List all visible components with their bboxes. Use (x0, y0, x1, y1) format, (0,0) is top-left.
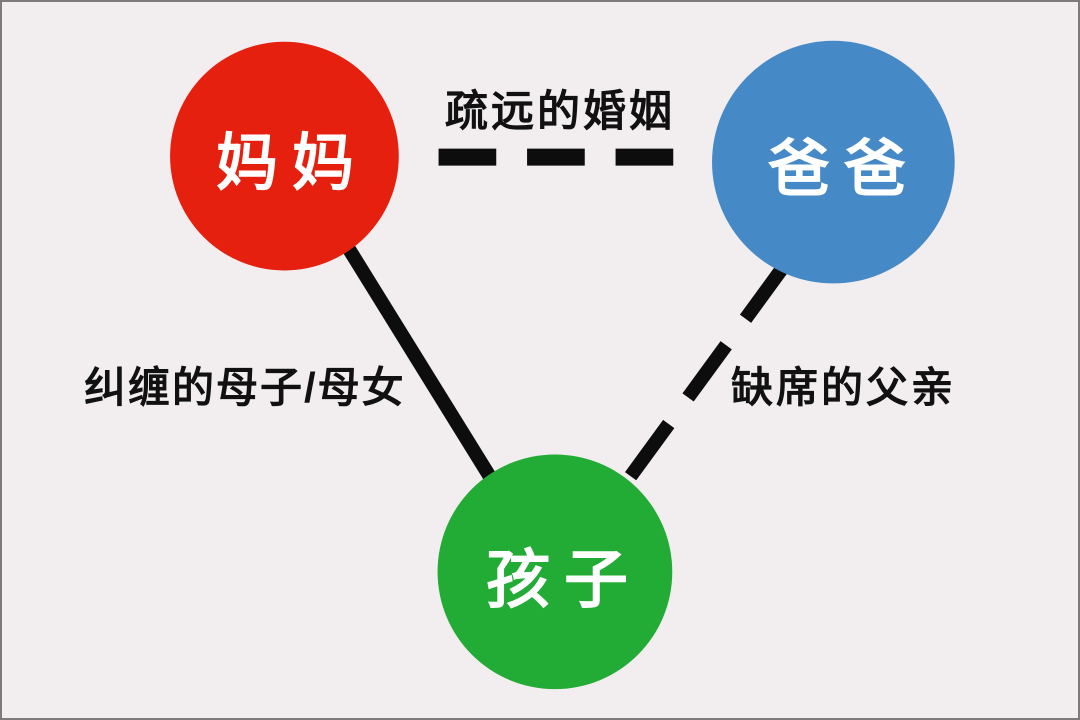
mom-dad-edge-label: 疏远的婚姻 (445, 88, 675, 136)
child-node-label: 孩子 (486, 544, 642, 616)
mom-child-solid-line (342, 243, 497, 482)
dad-child-edge-label: 缺席的父亲 (731, 364, 957, 411)
dad-child-dashed-line (624, 262, 790, 481)
mom-node-circle (170, 41, 399, 271)
mom-child-edge-label: 纠缠的母子/母女 (84, 364, 406, 411)
mom-node-label: 妈妈 (215, 129, 368, 198)
child-node-circle (437, 454, 673, 690)
dad-node-label: 爸爸 (767, 135, 920, 204)
dad-node-circle (712, 40, 955, 284)
